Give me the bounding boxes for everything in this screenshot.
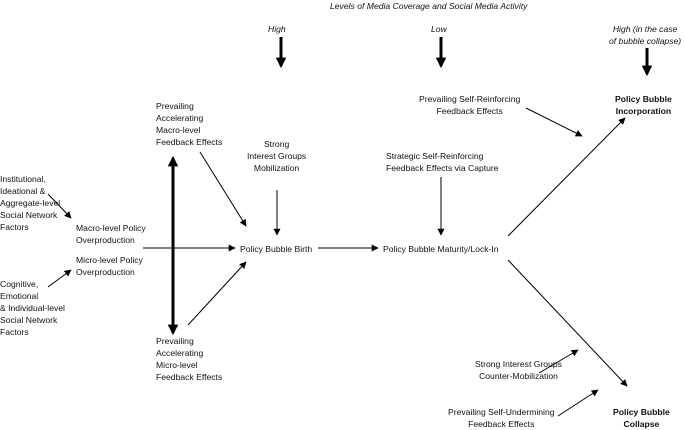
interest-mobilization-node: Strong Interest Groups Mobilization <box>247 139 307 173</box>
self-reinforcing-node: Prevailing Self-Reinforcing Feedback Eff… <box>419 94 521 116</box>
macro-feedback-node: Prevailing Accelerating Macro-level Feed… <box>156 101 223 147</box>
maturity-node: Policy Bubble Maturity/Lock-In <box>383 244 499 254</box>
incorporation-node: Policy Bubble Incorporation <box>615 94 672 116</box>
self-undermining-arrow <box>557 389 599 417</box>
counter-mobilization-node: Strong Interest Groups Counter-Mobilizat… <box>475 359 562 381</box>
macro-feedback-to-birth-arrow <box>199 151 247 227</box>
micro-overproduction-node: Micro-level Policy Overproduction <box>76 255 143 277</box>
level-high-label: High <box>268 24 286 34</box>
micro-feedback-to-birth-arrow <box>187 261 247 326</box>
collapse-node: Policy Bubble Collapse <box>613 407 670 429</box>
maturity-to-incorporation-arrow <box>507 117 626 237</box>
macro-overproduction-node: Macro-level Policy Overproduction <box>76 223 146 245</box>
maturity-to-collapse-arrow <box>507 259 628 387</box>
level-low-label: Low <box>431 24 447 34</box>
self-reinforcing-to-incorporation-arrow <box>525 107 583 137</box>
level-high-collapse-label: High (in the case of bubble collapse) <box>609 24 682 46</box>
media-coverage-title: Levels of Media Coverage and Social Medi… <box>330 1 528 11</box>
cognitive-to-micro-arrow <box>47 269 72 288</box>
counter-mobilization-arrow <box>538 349 579 374</box>
strategic-feedback-node: Strategic Self-Reinforcing Feedback Effe… <box>386 151 499 173</box>
self-undermining-node: Prevailing Self-Undermining Feedback Eff… <box>448 407 555 429</box>
institutional-factors-node: Institutional, Ideational & Aggregate-le… <box>0 174 61 232</box>
bubble-birth-node: Policy Bubble Birth <box>240 244 313 254</box>
institutional-to-macro-arrow <box>47 193 72 219</box>
micro-feedback-node: Prevailing Accelerating Micro-level Feed… <box>156 336 223 382</box>
cognitive-factors-node: Cognitive, Emotional & Individual-level … <box>0 279 65 337</box>
